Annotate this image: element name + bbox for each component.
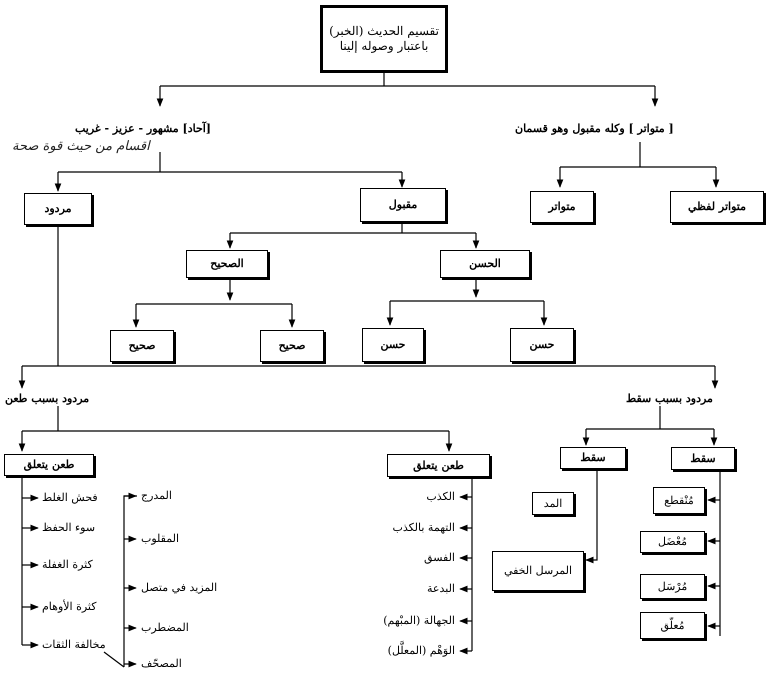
- taan-left-box: طعن يتعلق: [4, 454, 94, 476]
- sahih-parent-box: الصحيح: [186, 250, 268, 278]
- taan-sub-item-5: المصحّف: [141, 657, 182, 670]
- saqt-right-item-1: مُنْقطع: [653, 487, 705, 514]
- saqt-left-item-2: المرسل الخفي: [492, 551, 584, 591]
- mardud-saqt-label: مردود بسبب سقط: [626, 392, 713, 405]
- taan-sub-item-4: المضطرب: [141, 621, 189, 634]
- root-box: تقسيم الحديث (الخبر) باعتبار وصوله إلينا: [320, 5, 448, 73]
- taan-right-box: طعن يتعلق: [387, 454, 490, 477]
- edge-saqt-left-items: [588, 469, 598, 561]
- root-line-2: باعتبار وصوله إلينا: [339, 39, 429, 53]
- taan-right-item-5: الجهالة (المبْهم): [383, 614, 455, 627]
- mutawatir-lafzi-box: متواتر لفظي: [670, 191, 764, 223]
- saqt-right-item-4: مُعلّق: [640, 612, 705, 639]
- saqt-left-item-1: المد: [532, 492, 574, 515]
- taan-right-item-4: البدعة: [427, 582, 455, 595]
- taan-left-item-3: كثرة الغفلة: [42, 558, 93, 571]
- sahih-child-right-box: صحيح: [260, 330, 324, 362]
- hasan-parent-box: الحسن: [440, 250, 530, 278]
- mardud-taan-label: مردود بسبب طعن: [5, 392, 90, 405]
- taan-sub-item-2: المقلوب: [141, 532, 180, 545]
- ahad-label: [آحاد] مشهور - عزيز - غريب: [75, 122, 212, 135]
- mardud-box: مردود: [24, 193, 92, 225]
- taan-right-item-1: الكذب: [426, 490, 455, 503]
- edge-taan: [22, 406, 449, 432]
- mutawatir-box: متواتر: [530, 191, 594, 223]
- edge-saqt: [586, 406, 714, 430]
- saqt-right-box: سقط: [671, 447, 735, 470]
- saqt-right-item-3: مُرْسَل: [640, 574, 705, 599]
- edge-root: [160, 73, 655, 87]
- saqt-right-item-2: مُعْضَل: [640, 531, 705, 553]
- taan-sub-item-1: المدرج: [141, 489, 172, 502]
- saqt-left-box: سقط: [560, 447, 626, 469]
- mutawatir-label: [ متواتر ] وكله مقبول وهو قسمان: [515, 122, 674, 135]
- taan-left-item-2: سوء الحفظ: [42, 521, 96, 534]
- edge-ahad: [58, 152, 402, 173]
- sahih-child-left-box: صحيح: [110, 330, 174, 362]
- hasan-child-left-box: حسن: [362, 328, 424, 362]
- edge-sub-items: [123, 495, 137, 667]
- taan-left-item-1: فحش الغلط: [42, 491, 98, 504]
- edge-maqbul: [230, 222, 476, 234]
- taan-sub-item-3: المزيد في متصل: [141, 581, 218, 594]
- taan-right-item-2: التهمة بالكذب: [392, 521, 455, 534]
- maqbul-box: مقبول: [360, 188, 446, 222]
- hasan-child-right-box: حسن: [510, 328, 574, 362]
- taan-right-item-3: الفسق: [424, 551, 455, 564]
- taan-left-item-4: كثرة الأوهام: [42, 600, 97, 613]
- ahad-handwritten-note: اقسام من حيث قوة صحة: [12, 139, 150, 154]
- taan-right-item-6: الوَهْم (المعلَّل): [387, 644, 455, 657]
- root-line-1: تقسيم الحديث (الخبر): [329, 24, 439, 38]
- edge-mut: [560, 142, 716, 168]
- taan-left-item-5: مخالفة الثقات: [42, 638, 106, 651]
